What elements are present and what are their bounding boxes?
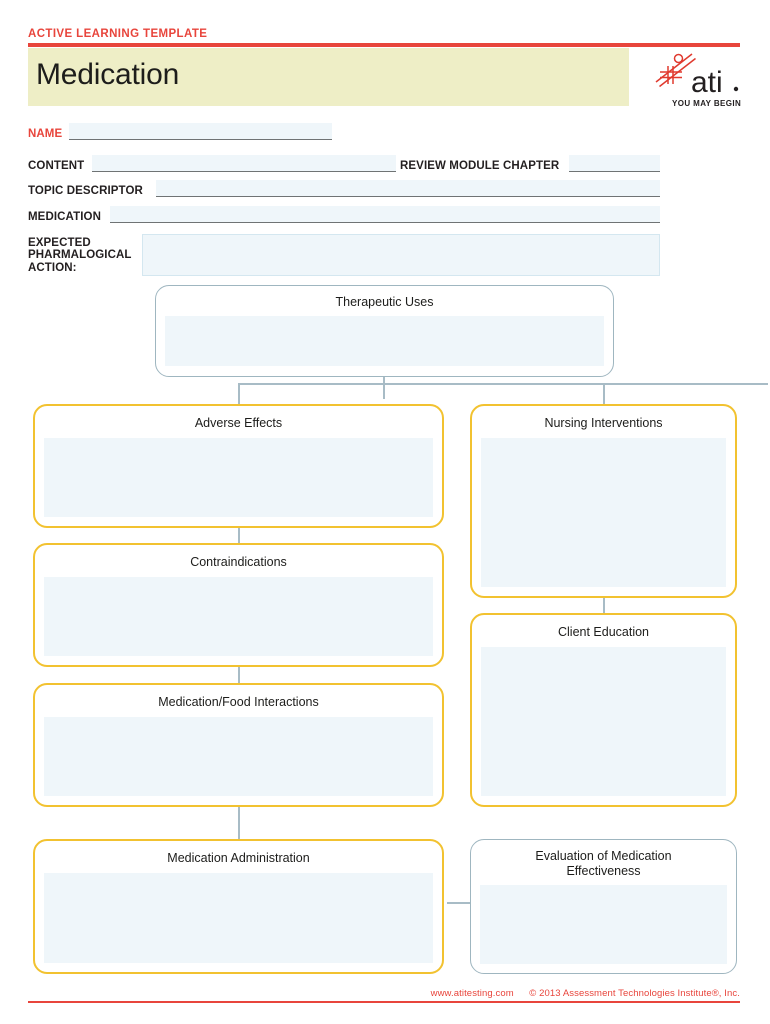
node-adverse-effects-input[interactable] [44,438,433,517]
node-client-education[interactable]: Client Education [470,613,737,807]
connector-split-bar [238,383,768,385]
node-therapeutic-uses-title: Therapeutic Uses [335,295,434,309]
topic-descriptor-input[interactable] [156,180,660,197]
node-nursing-interventions-title: Nursing Interventions [544,416,663,430]
connector-therapeutic-to-split [383,377,385,399]
node-nursing-interventions-input[interactable] [481,438,726,587]
node-adverse-effects[interactable]: Adverse Effects [33,404,444,528]
topic-descriptor-label: TOPIC DESCRIPTOR [28,185,143,197]
node-client-education-title: Client Education [557,625,650,639]
node-medication-administration[interactable]: Medication Administration [33,839,444,974]
node-contraindications-title: Contraindications [190,555,287,569]
expected-pharmalogical-action-input[interactable] [142,234,660,276]
connector-split-to-adverse [238,383,240,405]
connector-administration-to-evaluation [447,902,478,904]
node-medication-administration-input[interactable] [44,873,433,963]
name-input[interactable] [69,123,332,140]
expected-pharmalogical-action-label-line1: EXPECTED [28,237,91,249]
node-adverse-effects-title: Adverse Effects [194,416,283,430]
logo-tagline: YOU MAY BEGIN [672,99,742,108]
node-therapeutic-uses[interactable]: Therapeutic Uses [155,285,614,377]
title-band [28,48,629,106]
review-module-chapter-label: REVIEW MODULE CHAPTER [400,160,560,172]
node-contraindications-input[interactable] [44,577,433,656]
node-nursing-interventions[interactable]: Nursing Interventions [470,404,737,598]
node-therapeutic-uses-input[interactable] [165,316,604,366]
footer-copyright: © 2013 Assessment Technologies Institute… [529,988,740,999]
node-evaluation-input[interactable] [480,885,727,964]
expected-pharmalogical-action-label-line2: PHARMALOGICAL [28,249,132,261]
connector-nursing-to-client-education [603,597,605,619]
node-medication-food-interactions-input[interactable] [44,717,433,796]
node-medication-food-interactions[interactable]: Medication/Food Interactions [33,683,444,807]
connector-contraindications-to-interactions [238,665,240,686]
medication-label: MEDICATION [28,211,101,223]
node-medication-food-interactions-title: Medication/Food Interactions [158,695,319,709]
node-evaluation-title-line1: Evaluation of Medication [535,849,672,863]
footer: www.atitesting.com © 2013 Assessment Tec… [431,988,740,999]
node-medication-administration-title: Medication Administration [167,851,310,865]
svg-text:ati: ati [691,66,723,99]
connector-split-to-nursing [603,383,605,405]
expected-pharmalogical-action-label-line3: ACTION: [28,262,77,274]
footer-website[interactable]: www.atitesting.com [430,988,514,999]
header-rule [28,43,740,47]
node-evaluation-title-line2: Effectiveness [566,864,641,878]
footer-rule [28,1001,740,1003]
content-input[interactable] [92,155,396,172]
page-title: Medication [36,58,180,91]
node-client-education-input[interactable] [481,647,726,796]
connector-interactions-to-administration [238,806,240,841]
node-evaluation-of-medication-effectiveness[interactable]: Evaluation of Medication Effectiveness [470,839,737,974]
ati-logo: ati [648,50,748,110]
content-label: CONTENT [28,160,85,172]
template-kicker: ACTIVE LEARNING TEMPLATE [28,28,208,40]
name-label: NAME [28,128,63,140]
review-module-chapter-input[interactable] [569,155,660,172]
connector-adverse-to-contraindications [238,526,240,547]
medication-input[interactable] [110,206,660,223]
node-contraindications[interactable]: Contraindications [33,543,444,667]
